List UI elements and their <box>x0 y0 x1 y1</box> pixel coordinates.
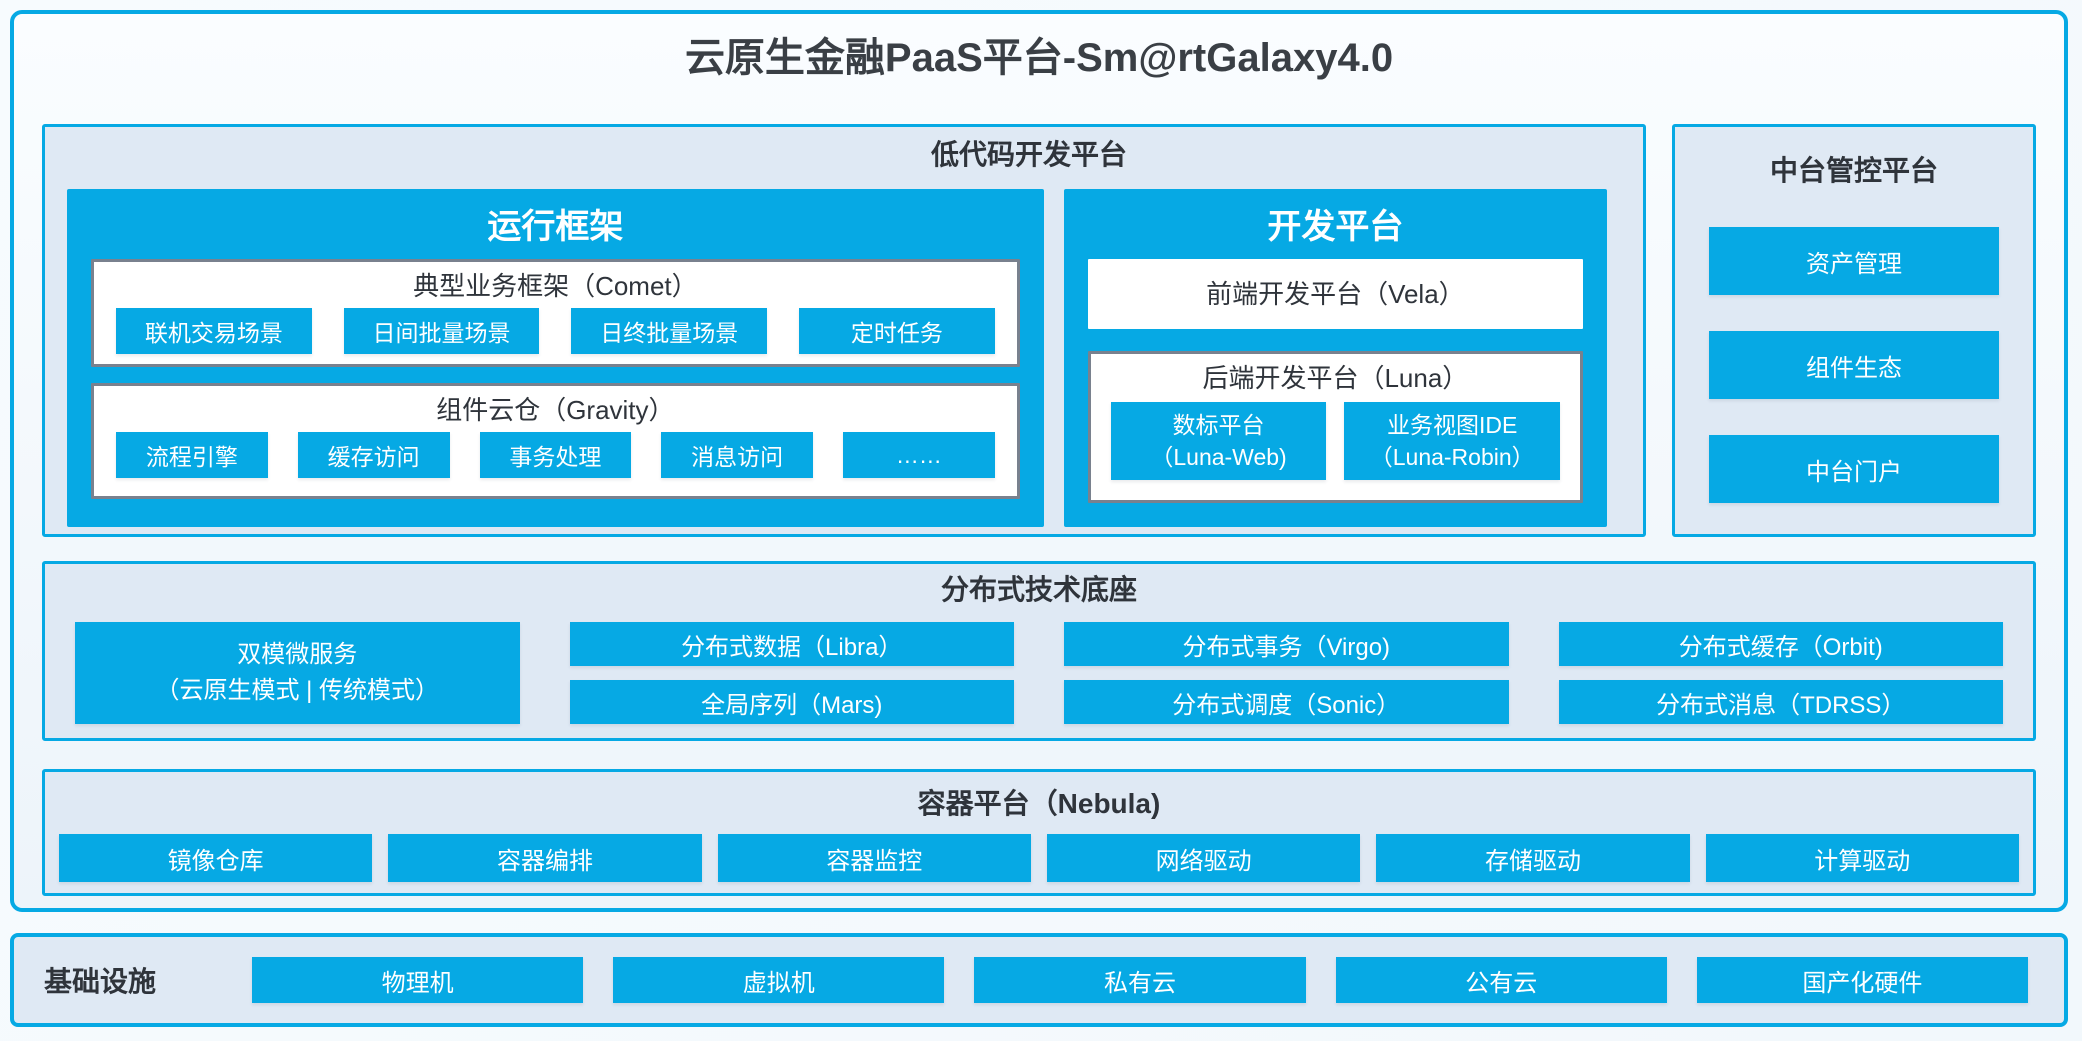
chip-asset-management: 资产管理 <box>1709 227 1999 295</box>
chip-luna-robin: 业务视图IDE （Luna-Robin） <box>1344 402 1561 480</box>
infrastructure-label: 基础设施 <box>44 966 157 997</box>
section-header-console: 中台管控平台 <box>1769 155 1938 186</box>
chip-image-registry: 镜像仓库 <box>59 834 373 882</box>
section-container-platform: 容器平台（Nebula) 镜像仓库 容器编排 容器监控 网络驱动 存储驱动 计算… <box>42 769 2036 896</box>
chip-distributed-scheduling-sonic: 分布式调度（Sonic） <box>1064 680 1509 724</box>
distributed-col-3: 分布式缓存（Orbit) 分布式消息（TDRSS） <box>1558 622 2003 724</box>
chip-dual-mode-microservice: 双模微服务 （云原生模式 | 传统模式） <box>75 622 520 724</box>
group-title-comet: 典型业务框架（Comet） <box>413 271 698 301</box>
chip-global-sequence-mars: 全局序列（Mars) <box>569 680 1014 724</box>
group-title-gravity: 组件云仓（Gravity） <box>436 395 675 425</box>
chip-eod-batch: 日终批量场景 <box>571 308 768 354</box>
section-lowcode-platform: 低代码开发平台 运行框架 典型业务框架（Comet） 联机交易场景 日间批量场景… <box>42 124 1646 537</box>
chip-scheduled-task: 定时任务 <box>799 308 995 354</box>
luna-chip-row: 数标平台 （Luna-Web) 业务视图IDE （Luna-Robin） <box>1110 402 1561 480</box>
group-title-luna: 后端开发平台（Luna） <box>1202 363 1469 393</box>
chip-compute-driver: 计算驱动 <box>1705 834 2019 882</box>
block-title-runtime: 运行框架 <box>487 208 624 246</box>
chip-console-portal: 中台门户 <box>1709 435 1999 503</box>
section-distributed-base: 分布式技术底座 双模微服务 （云原生模式 | 传统模式） 分布式数据（Libra… <box>42 561 2036 741</box>
chip-ellipsis: …… <box>843 432 995 478</box>
lowcode-columns: 运行框架 典型业务框架（Comet） 联机交易场景 日间批量场景 日终批量场景 … <box>67 189 1607 527</box>
block-runtime-framework: 运行框架 典型业务框架（Comet） 联机交易场景 日间批量场景 日终批量场景 … <box>67 189 1044 527</box>
chip-distributed-transaction-virgo: 分布式事务（Virgo) <box>1064 622 1509 666</box>
chip-dual-mode-line2: （云原生模式 | 传统模式） <box>155 677 440 704</box>
gravity-chip-row: 流程引擎 缓存访问 事务处理 消息访问 …… <box>116 432 995 478</box>
main-panel: 云原生金融PaaS平台-Sm@rtGalaxy4.0 低代码开发平台 运行框架 … <box>10 10 2068 912</box>
group-vela: 前端开发平台（Vela） <box>1087 259 1583 329</box>
top-row: 低代码开发平台 运行框架 典型业务框架（Comet） 联机交易场景 日间批量场景… <box>42 124 2036 537</box>
chip-container-orchestration: 容器编排 <box>388 834 702 882</box>
chip-network-driver: 网络驱动 <box>1046 834 1361 882</box>
distributed-col-featured: 双模微服务 （云原生模式 | 传统模式） <box>75 622 520 724</box>
chip-distributed-message-tdrss: 分布式消息（TDRSS） <box>1558 680 2003 724</box>
chip-online-trading: 联机交易场景 <box>116 308 312 354</box>
chip-virtual-machine: 虚拟机 <box>613 957 945 1003</box>
chip-luna-robin-line1: 业务视图IDE <box>1387 412 1518 438</box>
group-comet: 典型业务框架（Comet） 联机交易场景 日间批量场景 日终批量场景 定时任务 <box>91 259 1020 367</box>
chip-daytime-batch: 日间批量场景 <box>343 308 540 354</box>
section-console-platform: 中台管控平台 资产管理 组件生态 中台门户 <box>1672 124 2036 537</box>
chip-luna-web: 数标平台 （Luna-Web) <box>1110 402 1327 480</box>
page-title: 云原生金融PaaS平台-Sm@rtGalaxy4.0 <box>684 36 1394 80</box>
chip-public-cloud: 公有云 <box>1335 957 1667 1003</box>
container-platform-chip-row: 镜像仓库 容器编排 容器监控 网络驱动 存储驱动 计算驱动 <box>59 834 2019 882</box>
chip-cache-access: 缓存访问 <box>297 432 450 478</box>
comet-chip-row: 联机交易场景 日间批量场景 日终批量场景 定时任务 <box>116 308 995 354</box>
chip-luna-robin-line2: （Luna-Robin） <box>1369 444 1535 470</box>
chip-component-ecosystem: 组件生态 <box>1709 331 1999 399</box>
section-header-distributed: 分布式技术底座 <box>940 574 1137 605</box>
chip-luna-web-line2: （Luna-Web) <box>1150 444 1287 470</box>
chip-transaction-processing: 事务处理 <box>479 432 632 478</box>
chip-physical-machine: 物理机 <box>252 957 584 1003</box>
distributed-grid: 双模微服务 （云原生模式 | 传统模式） 分布式数据（Libra） 全局序列（M… <box>75 622 2003 724</box>
chip-private-cloud: 私有云 <box>974 957 1306 1003</box>
chip-distributed-cache-orbit: 分布式缓存（Orbit) <box>1558 622 2003 666</box>
distributed-col-1: 分布式数据（Libra） 全局序列（Mars) <box>569 622 1014 724</box>
chip-container-monitoring: 容器监控 <box>717 834 1031 882</box>
chip-luna-web-line1: 数标平台 <box>1172 412 1265 438</box>
group-luna: 后端开发平台（Luna） 数标平台 （Luna-Web) 业务视图IDE （Lu… <box>1087 351 1583 503</box>
section-infrastructure: 基础设施 物理机 虚拟机 私有云 公有云 国产化硬件 <box>10 933 2068 1027</box>
chip-distributed-data-libra: 分布式数据（Libra） <box>569 622 1014 666</box>
block-title-dev: 开发平台 <box>1267 208 1404 246</box>
chip-message-access: 消息访问 <box>661 432 813 478</box>
chip-storage-driver: 存储驱动 <box>1376 834 1690 882</box>
group-gravity: 组件云仓（Gravity） 流程引擎 缓存访问 事务处理 消息访问 …… <box>91 383 1020 499</box>
chip-domestic-hardware: 国产化硬件 <box>1696 957 2029 1003</box>
chip-process-engine: 流程引擎 <box>116 432 268 478</box>
block-dev-platform: 开发平台 前端开发平台（Vela） 后端开发平台（Luna） 数标平台 （Lun… <box>1063 189 1607 527</box>
group-title-vela: 前端开发平台（Vela） <box>1206 279 1465 309</box>
section-header-container-platform: 容器平台（Nebula) <box>917 788 1161 819</box>
chip-dual-mode-line1: 双模微服务 <box>237 641 358 668</box>
distributed-col-2: 分布式事务（Virgo) 分布式调度（Sonic） <box>1064 622 1509 724</box>
section-header-lowcode: 低代码开发平台 <box>930 139 1127 170</box>
infrastructure-chip-row: 物理机 虚拟机 私有云 公有云 国产化硬件 <box>252 957 2029 1003</box>
